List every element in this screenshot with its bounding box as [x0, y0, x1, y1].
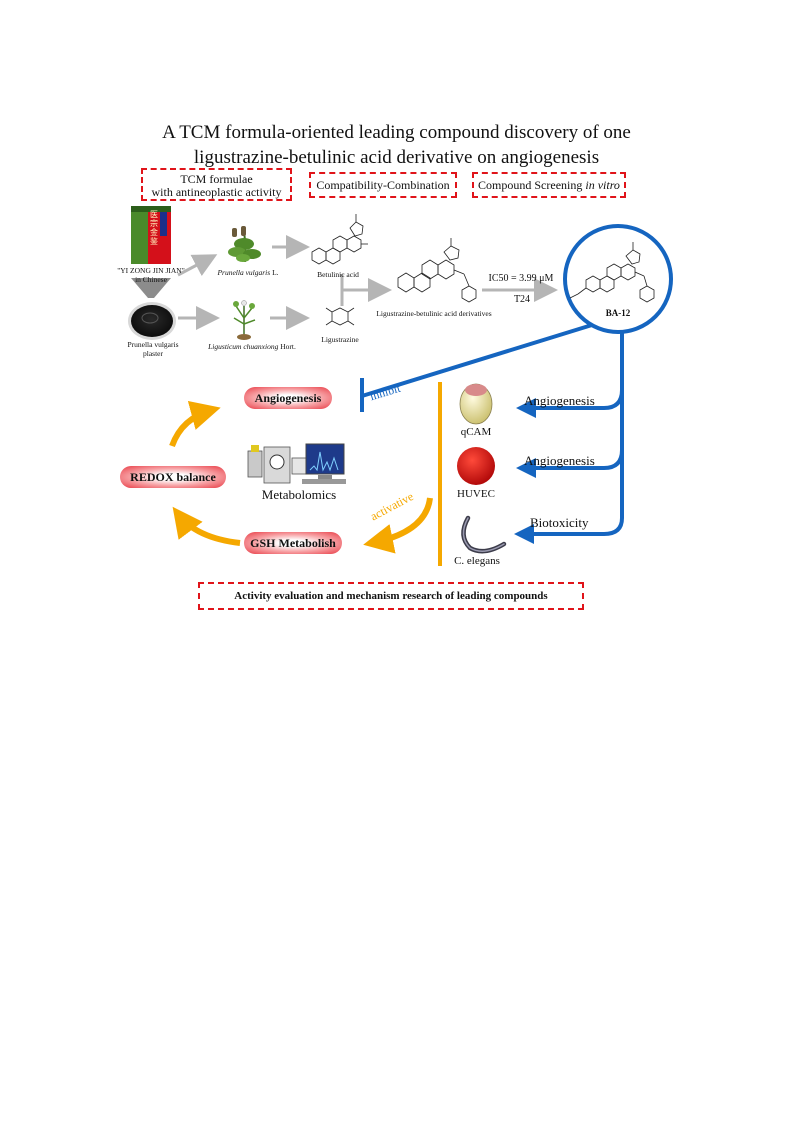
ligusticum-caption: Ligusticum chuanxiong Hort.: [196, 342, 308, 351]
biotoxicity-arrow-label: Biotoxicity: [530, 515, 589, 530]
title-line-2: ligustrazine-betulinic acid derivative o…: [193, 147, 600, 168]
activity-evaluation-label: Activity evaluation and mechanism resear…: [234, 590, 548, 602]
funnel-icon: [131, 278, 171, 298]
screening-box: Compound Screening in vitro: [472, 172, 626, 198]
prunella-caption: Prunella vulgaris L.: [208, 268, 288, 277]
derivatives-label: Ligustrazine-betulinic acid derivatives: [376, 309, 492, 318]
arrow-gsh-to-redox: [172, 506, 241, 546]
angiogenesis-pill: Angiogenesis: [244, 387, 332, 409]
tcm-box-line-1: TCM formulae: [180, 172, 253, 186]
tcm-formulae-box: TCM formulae with antineoplastic activit…: [141, 168, 292, 201]
ligusticum-caption-italic: Ligusticum chuanxiong: [208, 342, 279, 351]
plaster-caption-line-2: plaster: [143, 349, 163, 358]
huvec-label: HUVEC: [457, 488, 495, 500]
activative-arrow: [363, 497, 433, 554]
screening-label-italic: in vitro: [585, 178, 620, 192]
plaster-caption: Prunella vulgaris plaster: [110, 340, 196, 358]
betulinic-acid-structure: [311, 214, 368, 265]
ic50-label: IC50 = 3.99 μM: [488, 273, 554, 284]
ligusticum-caption-suffix: Hort.: [278, 342, 296, 351]
metabolomics-instrument-icon: [247, 443, 346, 484]
ligustrazine-label: Ligustrazine: [321, 335, 359, 344]
plaster-caption-line-1: Prunella vulgaris: [127, 340, 179, 349]
derivative-structure: [397, 238, 477, 303]
arrow-biotoxicity: [514, 450, 624, 544]
book-caption-line-1: "YI ZONG JIN JIAN": [117, 266, 185, 275]
activity-evaluation-box: Activity evaluation and mechanism resear…: [198, 582, 584, 610]
qcam-label: qCAM: [460, 426, 492, 438]
screening-label: Compound Screening: [478, 178, 586, 192]
cell-line-label: T24: [513, 294, 531, 305]
arrow-to-prunella: [177, 254, 218, 277]
figure-title: A TCM formula-oriented leading compound …: [0, 120, 793, 170]
huvec-arrow-label: Angiogenesis: [524, 453, 595, 468]
plaster-jar-icon: [128, 302, 176, 340]
ba12-label: BA-12: [605, 308, 631, 318]
book-icon: [131, 206, 171, 264]
prunella-plant-icon: [228, 226, 261, 263]
prunella-caption-italic: Prunella vulgaris: [217, 268, 271, 277]
lead-compound-circle: [563, 224, 673, 334]
inhibit-line: [361, 323, 593, 398]
ligusticum-plant-icon: [233, 300, 256, 340]
ligustrazine-structure: [325, 307, 355, 326]
book-caption: "YI ZONG JIN JIAN" in Chinese: [108, 266, 194, 284]
prunella-caption-suffix: L.: [270, 268, 279, 277]
gsh-metabolish-pill: GSH Metabolish: [244, 532, 342, 554]
ba12-structure: [569, 242, 655, 303]
betulinic-acid-label: Betulinic acid: [317, 270, 359, 279]
tcm-box-line-2: with antineoplastic activity: [151, 185, 282, 199]
c-elegans-worm-icon: [461, 515, 507, 554]
compatibility-box: Compatibility-Combination: [309, 172, 457, 198]
huvec-cell-icon: [457, 447, 495, 485]
title-line-1: A TCM formula-oriented leading compound …: [162, 122, 631, 143]
qcam-arrow-label: Angiogenesis: [524, 393, 595, 408]
metabolomics-label: Metabolomics: [261, 487, 337, 502]
qcam-egg-icon: [459, 383, 493, 425]
redox-balance-pill: REDOX balance: [120, 466, 226, 488]
arrow-redox-to-angiogenesis: [169, 400, 221, 448]
compatibility-label: Compatibility-Combination: [316, 178, 450, 192]
celegans-label: C. elegans: [454, 555, 500, 567]
book-cover-text: 医宗金鉴: [150, 210, 158, 246]
book-caption-line-2: in Chinese: [135, 275, 167, 284]
